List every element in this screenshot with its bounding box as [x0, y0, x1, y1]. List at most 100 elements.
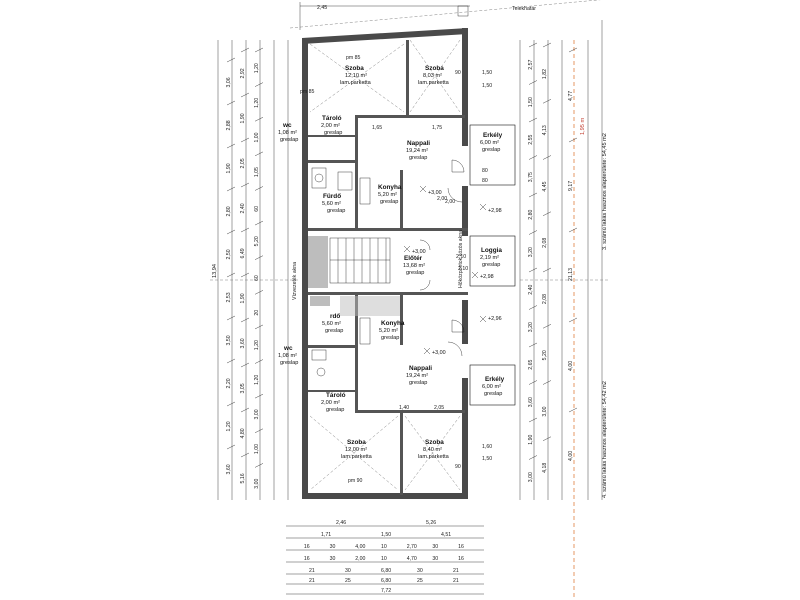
shaft-label: Hőközpontok közös akna [458, 230, 464, 288]
svg-text:1,60: 1,60 [482, 444, 492, 450]
dim-label: 1,05 [254, 167, 260, 177]
room-name: Erkély [483, 132, 503, 139]
left-dimension-chains [210, 40, 300, 500]
dim-tick [226, 186, 236, 192]
svg-text:1,50: 1,50 [482, 456, 492, 462]
dim-label: 1,20 [254, 63, 260, 73]
dim-label: 2,46 [336, 520, 346, 526]
inner-dim: 2,00 [437, 196, 447, 202]
room-floor: greslap [409, 380, 427, 386]
dim-tick [528, 117, 538, 123]
room-floor: greslap [380, 199, 398, 205]
parapet-label: pm 90 [348, 478, 363, 484]
dim-tick [528, 192, 538, 198]
dim-label: 2,20 [226, 378, 232, 388]
room-name: rdő [330, 313, 340, 320]
dim-label: 16 [304, 556, 310, 562]
apartment-4-area-label: 4. számú lakás hasznos alapterülete: 54,… [602, 381, 608, 498]
svg-text:1,50: 1,50 [482, 83, 492, 89]
dim-tick [254, 324, 264, 330]
room-floor: greslap [482, 262, 500, 268]
dim-label: 4,00 [568, 361, 574, 371]
dim-label: 2,70 [407, 544, 417, 550]
dim-label: 4,70 [407, 556, 417, 562]
room-area: 2,19 m² [480, 255, 499, 261]
dim-label: 3,00 [254, 478, 260, 488]
room-floor: greslap [280, 360, 298, 366]
dim-tick [568, 137, 578, 143]
room-floor: greslap [409, 155, 427, 161]
left-dim-chain-b: 2,921,902,052,406,491,903,603,054,805,16 [240, 47, 250, 484]
room-floor: greslap [484, 391, 502, 397]
dim-label: 3,00 [528, 472, 534, 482]
opening-dims-right: 1,50 1,50 90 80 80 90 1,60 1,50 [455, 70, 492, 470]
dim-label: 2,55 [528, 135, 534, 145]
dim-tick [542, 324, 552, 329]
dim-tick [240, 362, 250, 368]
dim-tick [254, 255, 264, 260]
dim-label: 30 [432, 556, 438, 562]
dim-tick [528, 267, 538, 273]
dim-label: 2,80 [528, 210, 534, 220]
dim-label: 1,90 [226, 163, 232, 173]
top-marker [457, 5, 469, 17]
inner-dim: 1,75 [432, 125, 442, 131]
room-area: 19,24 m² [406, 148, 428, 154]
doors [419, 159, 465, 357]
dim-label: 5,16 [240, 473, 246, 483]
dim-label: 2,80 [226, 206, 232, 216]
room-name: Erkély [485, 376, 505, 383]
dim-label: 21 [453, 568, 459, 574]
room-area: 13,68 m² [403, 263, 425, 269]
dim-label: 30 [345, 568, 351, 574]
dim-label: 2,08 [542, 294, 548, 304]
room-name: Előtér [404, 255, 423, 262]
dim-tick [240, 272, 250, 278]
balconies [469, 124, 516, 406]
dim-label: 4,00 [355, 544, 365, 550]
dim-tick [542, 380, 552, 385]
dim-label: 10 [381, 556, 387, 562]
dim-tick [528, 455, 538, 460]
top-dim-value: 2,45 [317, 5, 327, 11]
dim-tick [528, 417, 538, 423]
dim-label: 5,20 [542, 350, 548, 360]
property-line [289, 0, 601, 29]
dim-tick [528, 155, 538, 160]
dim-label: 4,13 [542, 125, 548, 135]
dim-label: 25 [345, 578, 351, 584]
dim-label: 2,40 [528, 285, 534, 295]
dim-label: 4,80 [240, 428, 246, 438]
level-value: +3,00 [412, 249, 426, 255]
dim-label: 30 [417, 568, 423, 574]
room-floor: lam.parketta [418, 80, 450, 86]
dim-tick [528, 380, 538, 385]
inner-dim: 2,10 [458, 266, 468, 272]
svg-text:80: 80 [482, 178, 488, 184]
dim-label: 21 [309, 568, 315, 574]
dim-label: 4,77 [568, 91, 574, 101]
dim-label: 21 [309, 578, 315, 584]
room-area: 5,20 m² [379, 328, 398, 334]
dim-tick [254, 393, 264, 399]
dim-label: 2,57 [528, 60, 534, 70]
dim-label: 21 [453, 578, 459, 584]
room-area: 8,03 m² [423, 73, 442, 79]
dim-tick [240, 137, 250, 143]
apartment-3-area-label: 3. számú lakás hasznos alapterülete: 54,… [602, 133, 608, 250]
right-dimension-chains [519, 20, 610, 600]
dim-label: 3,05 [240, 383, 246, 393]
level-value: +2,98 [480, 274, 494, 280]
dim-tick [226, 143, 236, 149]
dim-tick [226, 401, 236, 407]
dim-tick [226, 57, 236, 63]
dim-tick [528, 42, 538, 48]
room-diagonals [309, 39, 461, 491]
parapet-label: pm 85 [300, 89, 315, 95]
room-floor: greslap [324, 130, 342, 136]
room-floor: greslap [327, 208, 345, 214]
room-floor: greslap [326, 407, 344, 413]
dim-tick [254, 220, 264, 226]
dim-tick [542, 211, 552, 216]
